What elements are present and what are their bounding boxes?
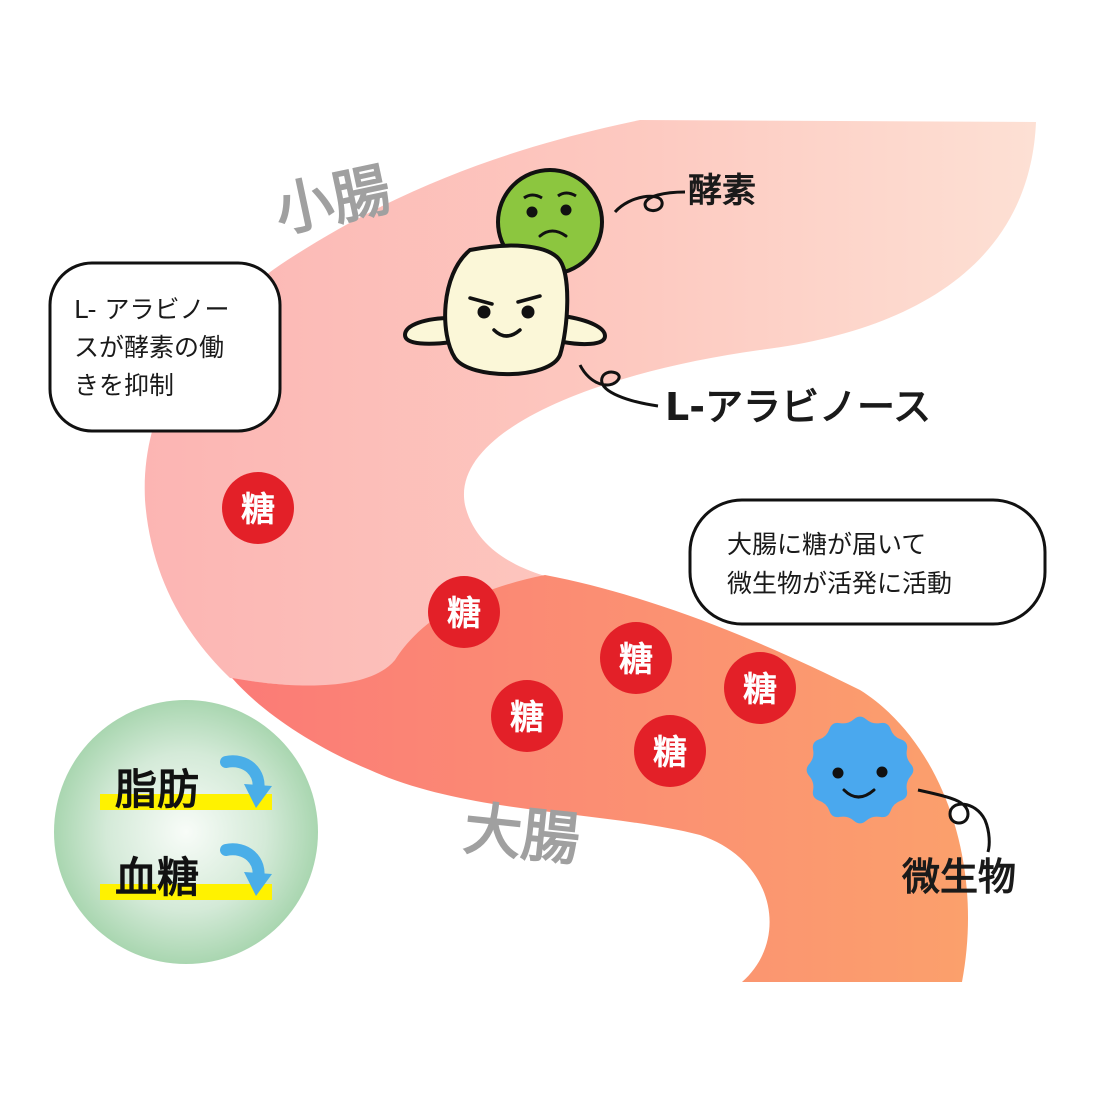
small-intestine-shape	[144, 120, 1036, 686]
microbe-pointer-line	[917, 788, 991, 853]
sugar-2: 糖	[428, 576, 500, 648]
arabinose-effect-line-2: スが酵素の働	[74, 333, 224, 362]
arabinose-effect-line-1: L- アラビノー	[74, 295, 229, 324]
result-panel: 脂肪 血糖	[54, 700, 318, 964]
microbe-label: 微生物	[901, 855, 1016, 899]
enzyme-pointer-line	[613, 190, 686, 214]
arabinose-pointer-line	[578, 364, 659, 408]
result-blood-sugar-label: 血糖	[115, 853, 199, 902]
svg-text:糖: 糖	[510, 698, 544, 738]
result-blood-sugar-row: 血糖	[100, 843, 272, 902]
sugar-1: 糖	[222, 472, 294, 544]
microbe-character	[806, 716, 914, 824]
colon-effect-bubble: 大腸に糖が届いて 微生物が活発に活動	[688, 498, 1047, 626]
down-right-arrow-icon	[220, 843, 272, 896]
arabinose-character	[403, 243, 607, 377]
arabinose-label: L-アラビノース	[665, 385, 931, 429]
sugar-3: 糖	[600, 622, 672, 694]
colon-effect-line-2: 微生物が活発に活動	[727, 569, 952, 598]
down-right-arrow-icon	[220, 755, 272, 808]
arabinose-effect-line-3: きを抑制	[74, 371, 174, 400]
svg-text:糖: 糖	[619, 640, 653, 680]
sugar-6: 糖	[634, 715, 706, 787]
result-fat-label: 脂肪	[115, 765, 199, 814]
enzyme-label: 酵素	[688, 171, 756, 211]
arabinose-effect-bubble: L- アラビノー スが酵素の働 きを抑制	[48, 261, 282, 433]
result-fat-row: 脂肪	[100, 755, 272, 814]
svg-text:糖: 糖	[447, 594, 481, 634]
sugar-5: 糖	[491, 680, 563, 752]
svg-text:糖: 糖	[743, 670, 777, 710]
colon-effect-line-1: 大腸に糖が届いて	[727, 530, 926, 559]
large-intestine-label: 大腸	[461, 794, 583, 874]
sugar-4: 糖	[724, 652, 796, 724]
svg-text:糖: 糖	[241, 490, 275, 530]
svg-text:糖: 糖	[653, 733, 687, 773]
